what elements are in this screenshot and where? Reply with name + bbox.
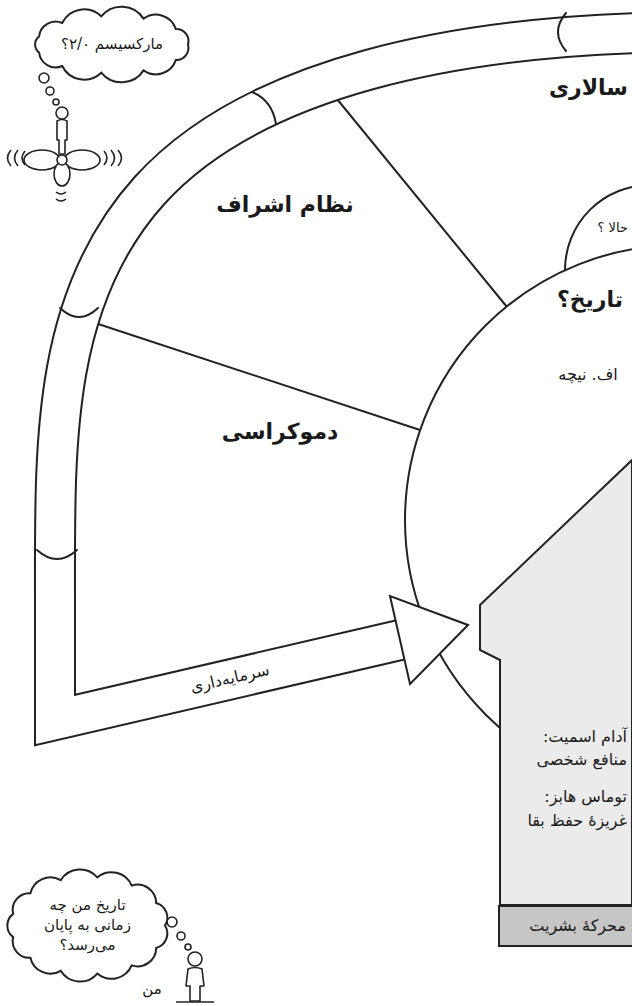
sector: نظام اشراف <box>170 175 410 235</box>
person-head <box>188 952 202 966</box>
sector-divider <box>328 88 507 307</box>
ring-mark <box>252 92 276 124</box>
base-bar: محرکهٔ بشریت <box>498 905 632 949</box>
motion-lines <box>104 150 122 166</box>
propeller-blade <box>64 150 100 170</box>
panel-outline <box>470 455 632 907</box>
flying-figure <box>8 107 122 201</box>
bubble <box>177 932 185 940</box>
sector: سالاری <box>460 62 632 116</box>
thought-cloud: تاریخ من چه زمانی به پایان می‌رسد؟ <box>0 865 177 986</box>
ring-mark <box>37 550 77 559</box>
thought-text: مارکسیسم ۲/۰؟ <box>60 34 164 54</box>
quote-text: آدام اسمیت: منافع شخصی <box>505 725 627 771</box>
person-body <box>186 968 204 1002</box>
thought-text: تاریخ من چه زمانی به پایان می‌رسد؟ <box>35 895 140 956</box>
sector-divider <box>80 318 420 430</box>
figure-label: من <box>142 980 161 1000</box>
person-body <box>57 120 67 155</box>
person-head <box>56 107 68 119</box>
bubble <box>167 917 177 927</box>
quote-text: توماس هابز: غریزهٔ حفظ بقا <box>505 785 627 831</box>
cloud-path <box>7 869 167 981</box>
motion-lines <box>56 192 66 201</box>
bubble <box>53 99 59 105</box>
text-column: آدام اسمیت: منافع شخصی توماس هابز: غریزهٔ… <box>505 725 627 846</box>
sector-label: سالاری <box>549 74 628 103</box>
cloud-path <box>35 6 188 82</box>
thought-bubbles <box>39 73 191 950</box>
arrow-head <box>390 596 468 684</box>
propeller-hub <box>57 155 67 165</box>
thought-cloud: مارکسیسم ۲/۰؟ <box>24 4 200 85</box>
circle-title: تاریخ؟ <box>557 286 623 315</box>
ground-line <box>176 1001 214 1003</box>
motion-lines <box>8 150 26 166</box>
band-edge <box>55 640 400 720</box>
bar-label: محرکهٔ بشریت <box>529 916 626 937</box>
ring-mark <box>60 308 98 317</box>
propeller-blade <box>24 150 60 170</box>
ring-mark <box>558 13 566 51</box>
pointer-panel: آدام اسمیت: منافع شخصی توماس هابز: غریزهٔ… <box>470 455 632 907</box>
bubble <box>39 73 49 83</box>
bubble <box>46 87 54 95</box>
arrow-band: سرمایه‌داری <box>0 560 520 780</box>
circle-label: حالا ؟ <box>598 220 628 237</box>
author-name: اف. نیچه <box>558 365 617 386</box>
panel-path <box>480 460 632 905</box>
bar-path <box>499 906 632 946</box>
bubble <box>185 944 191 950</box>
standing-figure <box>176 952 214 1002</box>
sector-label: دموکراسی <box>222 418 339 447</box>
sector: دموکراسی <box>200 400 410 465</box>
sector-label: نظام اشراف <box>216 191 354 220</box>
band-fill <box>55 640 400 720</box>
